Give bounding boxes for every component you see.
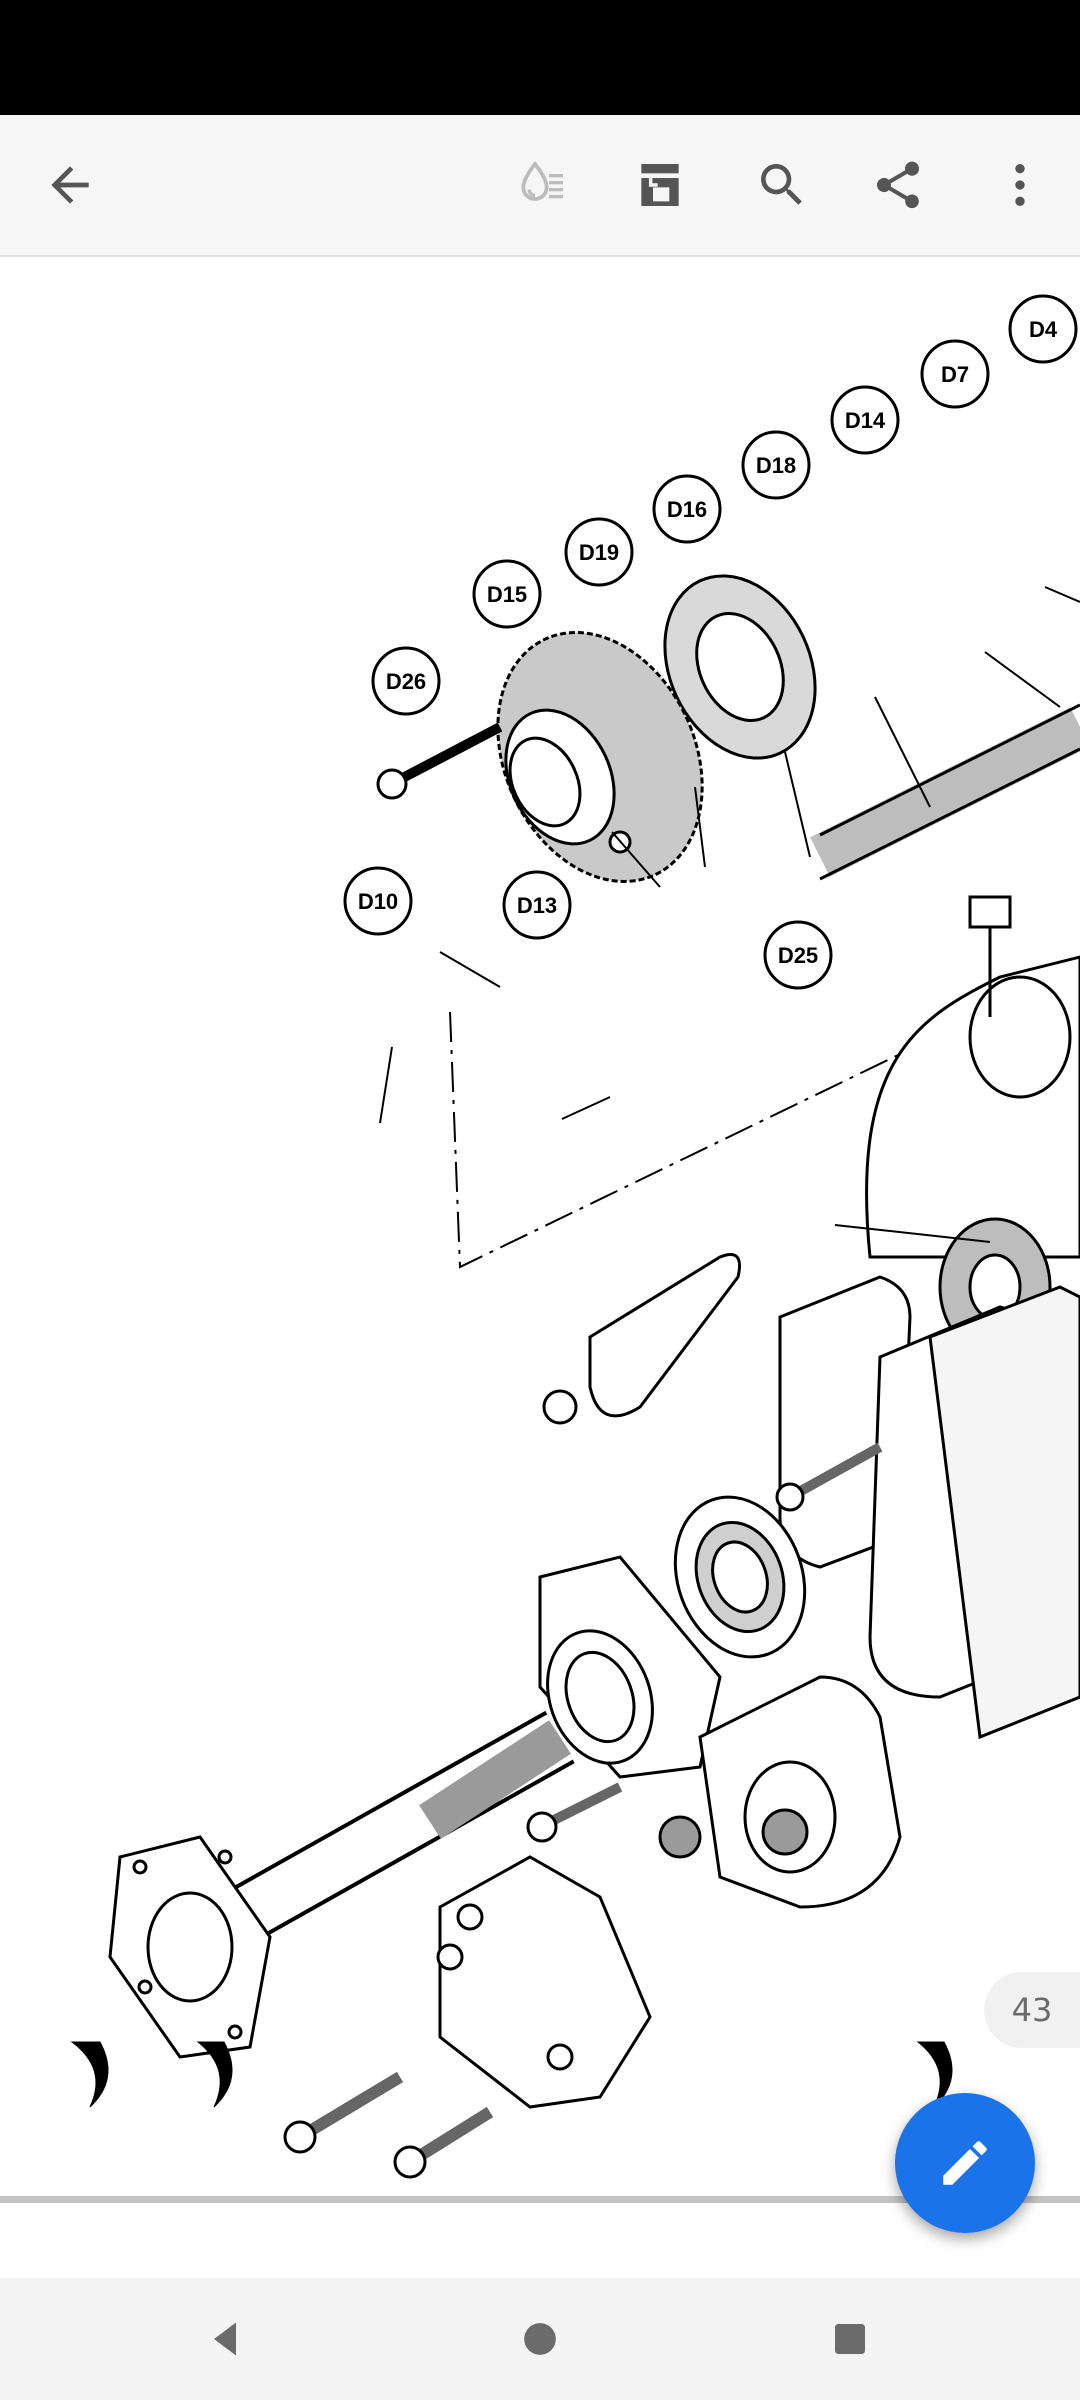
page-number: 43 <box>1011 1991 1053 2029</box>
more-vert-icon <box>1015 164 1025 206</box>
callout-d10: D10 <box>343 866 413 936</box>
callout-d7: D7 <box>920 339 990 409</box>
svg-text:D26: D26 <box>386 669 426 694</box>
nav-back-button[interactable] <box>185 2304 265 2374</box>
svg-text:D4: D4 <box>1029 317 1058 342</box>
callout-d26: D26 <box>371 646 441 716</box>
svg-text:D18: D18 <box>756 453 796 478</box>
reading-mode-icon <box>521 161 563 201</box>
svg-text:D10: D10 <box>358 889 398 914</box>
svg-text:D14: D14 <box>845 408 886 433</box>
callout-d16: D16 <box>652 474 722 544</box>
svg-text:D15: D15 <box>487 582 527 607</box>
nav-home-button[interactable] <box>500 2304 580 2374</box>
svg-text:D13: D13 <box>517 893 557 918</box>
callout-d25: D25 <box>763 920 833 990</box>
callout-d18: D18 <box>741 430 811 500</box>
search-button[interactable] <box>740 143 824 227</box>
page-divider <box>0 2196 1080 2203</box>
nav-back-icon <box>214 2322 236 2356</box>
nav-home-icon <box>524 2323 556 2355</box>
edit-pencil-icon <box>943 2141 987 2185</box>
svg-text:D19: D19 <box>579 540 619 565</box>
nav-recents-button[interactable] <box>810 2304 890 2374</box>
callout-d15: D15 <box>472 559 542 629</box>
callout-d14: D14 <box>830 385 900 455</box>
parts-diagram <box>70 574 1080 2179</box>
svg-text:D25: D25 <box>778 943 818 968</box>
share-icon <box>876 161 920 209</box>
system-nav-bar <box>0 2278 1080 2400</box>
search-icon <box>761 164 802 205</box>
annotate-button[interactable] <box>618 143 702 227</box>
callout-d19: D19 <box>564 517 634 587</box>
reading-mode-button[interactable] <box>500 143 584 227</box>
page-number-badge: 43 <box>984 1972 1080 2048</box>
svg-text:D7: D7 <box>941 362 969 387</box>
back-button[interactable] <box>28 143 112 227</box>
nav-recents-icon <box>835 2324 865 2354</box>
callout-d13: D13 <box>502 870 572 940</box>
top-toolbar <box>0 115 1080 257</box>
annotate-icon <box>641 164 679 206</box>
document-page[interactable]: D4 D7 D14 D18 D16 D19 D15 D26 <box>0 257 1080 2200</box>
callout-d4: D4 <box>1008 294 1078 364</box>
status-bar <box>0 0 1080 115</box>
more-options-button[interactable] <box>978 143 1062 227</box>
edit-fab-button[interactable] <box>895 2093 1035 2233</box>
share-button[interactable] <box>856 143 940 227</box>
arrow-back-icon <box>51 166 89 204</box>
callout-layer: D4 D7 D14 D18 D16 D19 D15 D26 <box>343 294 1078 990</box>
svg-text:D16: D16 <box>667 497 707 522</box>
